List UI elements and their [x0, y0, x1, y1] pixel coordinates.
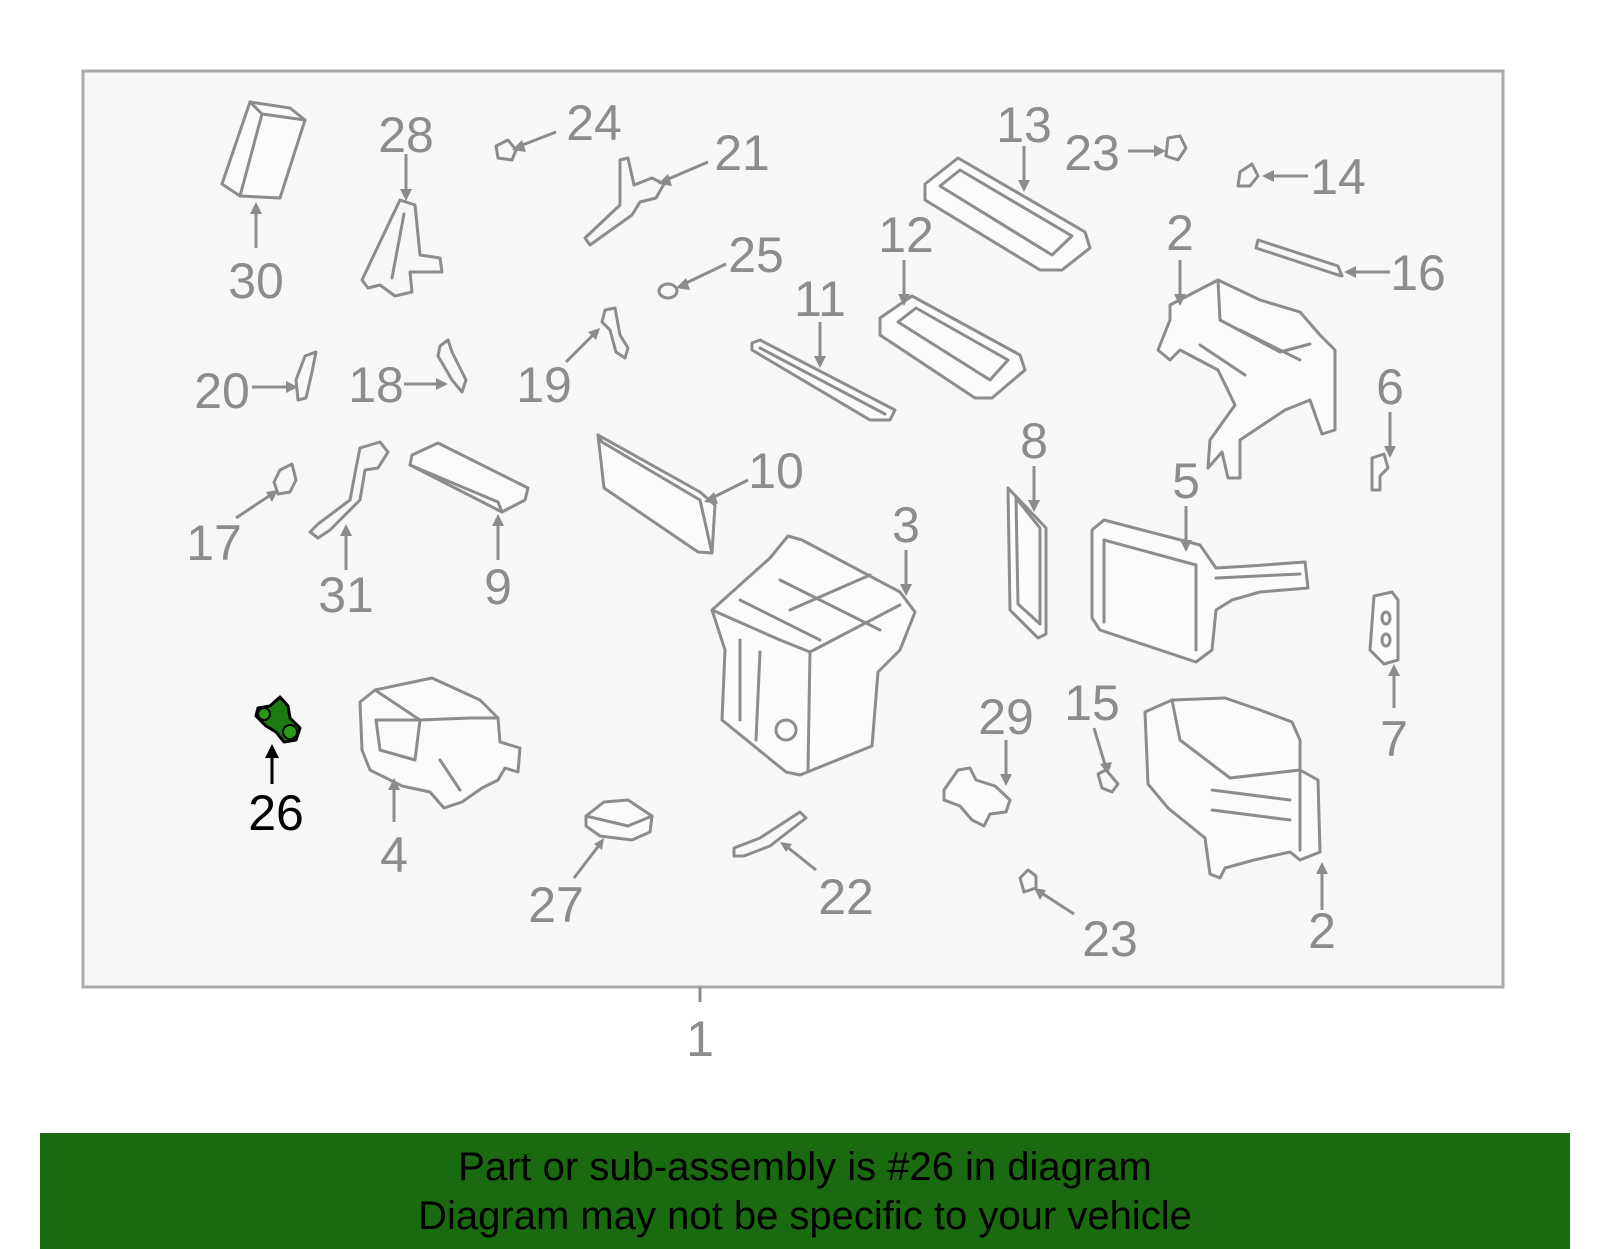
callout-25: 25 — [728, 227, 784, 283]
callout-1: 1 — [686, 1011, 714, 1067]
callout-8: 8 — [1020, 413, 1048, 469]
leader-arrows — [235, 130, 1400, 916]
part-23-bottom-illustration — [1018, 868, 1038, 894]
callout-14: 14 — [1310, 149, 1366, 205]
part-13-illustration — [923, 156, 1092, 272]
callout-11: 11 — [794, 271, 846, 327]
part-29-illustration — [942, 766, 1012, 828]
callout-6: 6 — [1376, 359, 1404, 415]
part-10-illustration — [596, 433, 717, 555]
part-31-illustration — [308, 440, 390, 540]
callout-15: 15 — [1064, 675, 1120, 731]
part-27-illustration — [584, 798, 654, 842]
callout-2-top: 2 — [1166, 205, 1194, 261]
part-2-upper-illustration — [1156, 278, 1337, 480]
callout-17: 17 — [186, 515, 242, 571]
callout-31: 31 — [318, 567, 374, 623]
callout-29: 29 — [978, 689, 1034, 745]
callout-10: 10 — [748, 443, 804, 499]
callout-9: 9 — [484, 559, 512, 615]
part-22-illustration — [732, 810, 808, 858]
callout-13: 13 — [996, 97, 1052, 153]
callout-7: 7 — [1380, 711, 1408, 767]
callout-21: 21 — [714, 125, 770, 181]
part-11-illustration — [750, 338, 897, 422]
callout-26-highlighted[interactable]: 26 — [248, 785, 304, 841]
callout-18: 18 — [348, 357, 404, 413]
callout-27: 27 — [528, 877, 584, 933]
callout-16: 16 — [1390, 245, 1446, 301]
part-23-top-illustration — [1164, 134, 1188, 162]
banner-line-1: Part or sub-assembly is #26 in diagram — [458, 1145, 1152, 1189]
callout-12: 12 — [878, 207, 934, 263]
callout-2-bottom: 2 — [1308, 903, 1336, 959]
part-24-illustration — [494, 138, 518, 162]
part-26-illustration[interactable] — [254, 695, 302, 744]
part-5-illustration — [1090, 518, 1310, 664]
part-18-illustration — [436, 338, 468, 394]
callout-3: 3 — [892, 497, 920, 553]
part-30-illustration — [220, 100, 307, 200]
part-19-illustration — [600, 306, 630, 360]
callout-4: 4 — [380, 827, 408, 883]
part-8-illustration — [1006, 486, 1048, 640]
callout-24: 24 — [566, 95, 622, 151]
part-17-illustration — [272, 462, 298, 496]
part-9-illustration — [408, 441, 530, 514]
part-25-illustration — [657, 282, 679, 300]
part-16-illustration — [1254, 238, 1344, 278]
part-21-illustration — [583, 156, 666, 247]
callout-23-top: 23 — [1064, 125, 1120, 181]
info-banner: Part or sub-assembly is #26 in diagram D… — [40, 1133, 1570, 1249]
callout-5: 5 — [1172, 453, 1200, 509]
part-6-illustration — [1370, 452, 1390, 492]
part-28-illustration — [360, 198, 444, 298]
banner-line-2: Diagram may not be specific to your vehi… — [418, 1194, 1192, 1238]
part-3-illustration — [710, 534, 917, 777]
part-2-lower-illustration — [1143, 696, 1322, 880]
part-15-illustration — [1096, 768, 1120, 794]
part-12-illustration — [878, 294, 1027, 400]
callout-20: 20 — [194, 363, 250, 419]
part-14-illustration — [1236, 162, 1260, 188]
callout-19: 19 — [516, 357, 572, 413]
callout-23-bottom: 23 — [1082, 911, 1138, 967]
part-20-illustration — [294, 350, 318, 402]
callout-22: 22 — [818, 869, 874, 925]
callout-28: 28 — [378, 107, 434, 163]
callout-30: 30 — [228, 253, 284, 309]
part-7-illustration — [1368, 590, 1400, 666]
